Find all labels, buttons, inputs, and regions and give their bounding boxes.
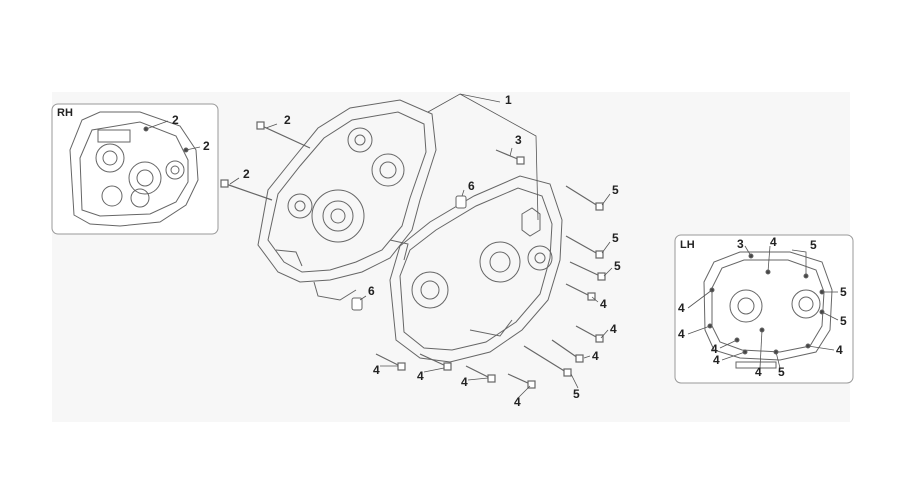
main-callout: 5 xyxy=(612,183,619,197)
main-rh-crankcase-drawing xyxy=(257,99,437,301)
lh-callout: 4 xyxy=(678,301,685,315)
dowel-drawings xyxy=(351,195,467,311)
lh-callout: 5 xyxy=(778,365,785,379)
main-callout: 5 xyxy=(573,387,580,401)
main-callout: 1 xyxy=(505,93,512,107)
main-callout: 4 xyxy=(373,363,380,377)
main-callout: 4 xyxy=(592,349,599,363)
lh-inset-frame xyxy=(674,234,854,384)
rh-callout: 2 xyxy=(172,113,179,127)
lh-callout: 4 xyxy=(711,342,718,356)
leader-lines xyxy=(229,93,613,399)
lh-callout: 5 xyxy=(840,314,847,328)
lh-callout: 4 xyxy=(678,327,685,341)
rh-inset-label: RH xyxy=(57,107,73,119)
main-callout: 3 xyxy=(515,133,522,147)
main-callout: 4 xyxy=(514,395,521,409)
main-callout: 4 xyxy=(610,322,617,336)
bolt-drawings xyxy=(220,121,606,389)
main-callout: 6 xyxy=(368,284,375,298)
lh-callout: 5 xyxy=(810,238,817,252)
lh-callout: 4 xyxy=(770,235,777,249)
lh-callout: 4 xyxy=(755,365,762,379)
main-callout: 4 xyxy=(600,297,607,311)
lh-callout: 4 xyxy=(713,353,720,367)
main-callout: 4 xyxy=(417,369,424,383)
lh-callout: 3 xyxy=(737,237,744,251)
main-lh-crankcase-drawing xyxy=(389,175,563,363)
main-callout: 5 xyxy=(612,231,619,245)
rh-callout: 2 xyxy=(203,139,210,153)
main-callout: 4 xyxy=(461,375,468,389)
main-callout: 5 xyxy=(614,259,621,273)
main-callout: 2 xyxy=(243,167,250,181)
lh-callout: 5 xyxy=(840,285,847,299)
lh-inset-label: LH xyxy=(680,239,695,251)
lh-callout: 4 xyxy=(836,343,843,357)
main-callout: 2 xyxy=(284,113,291,127)
main-callout: 6 xyxy=(468,179,475,193)
